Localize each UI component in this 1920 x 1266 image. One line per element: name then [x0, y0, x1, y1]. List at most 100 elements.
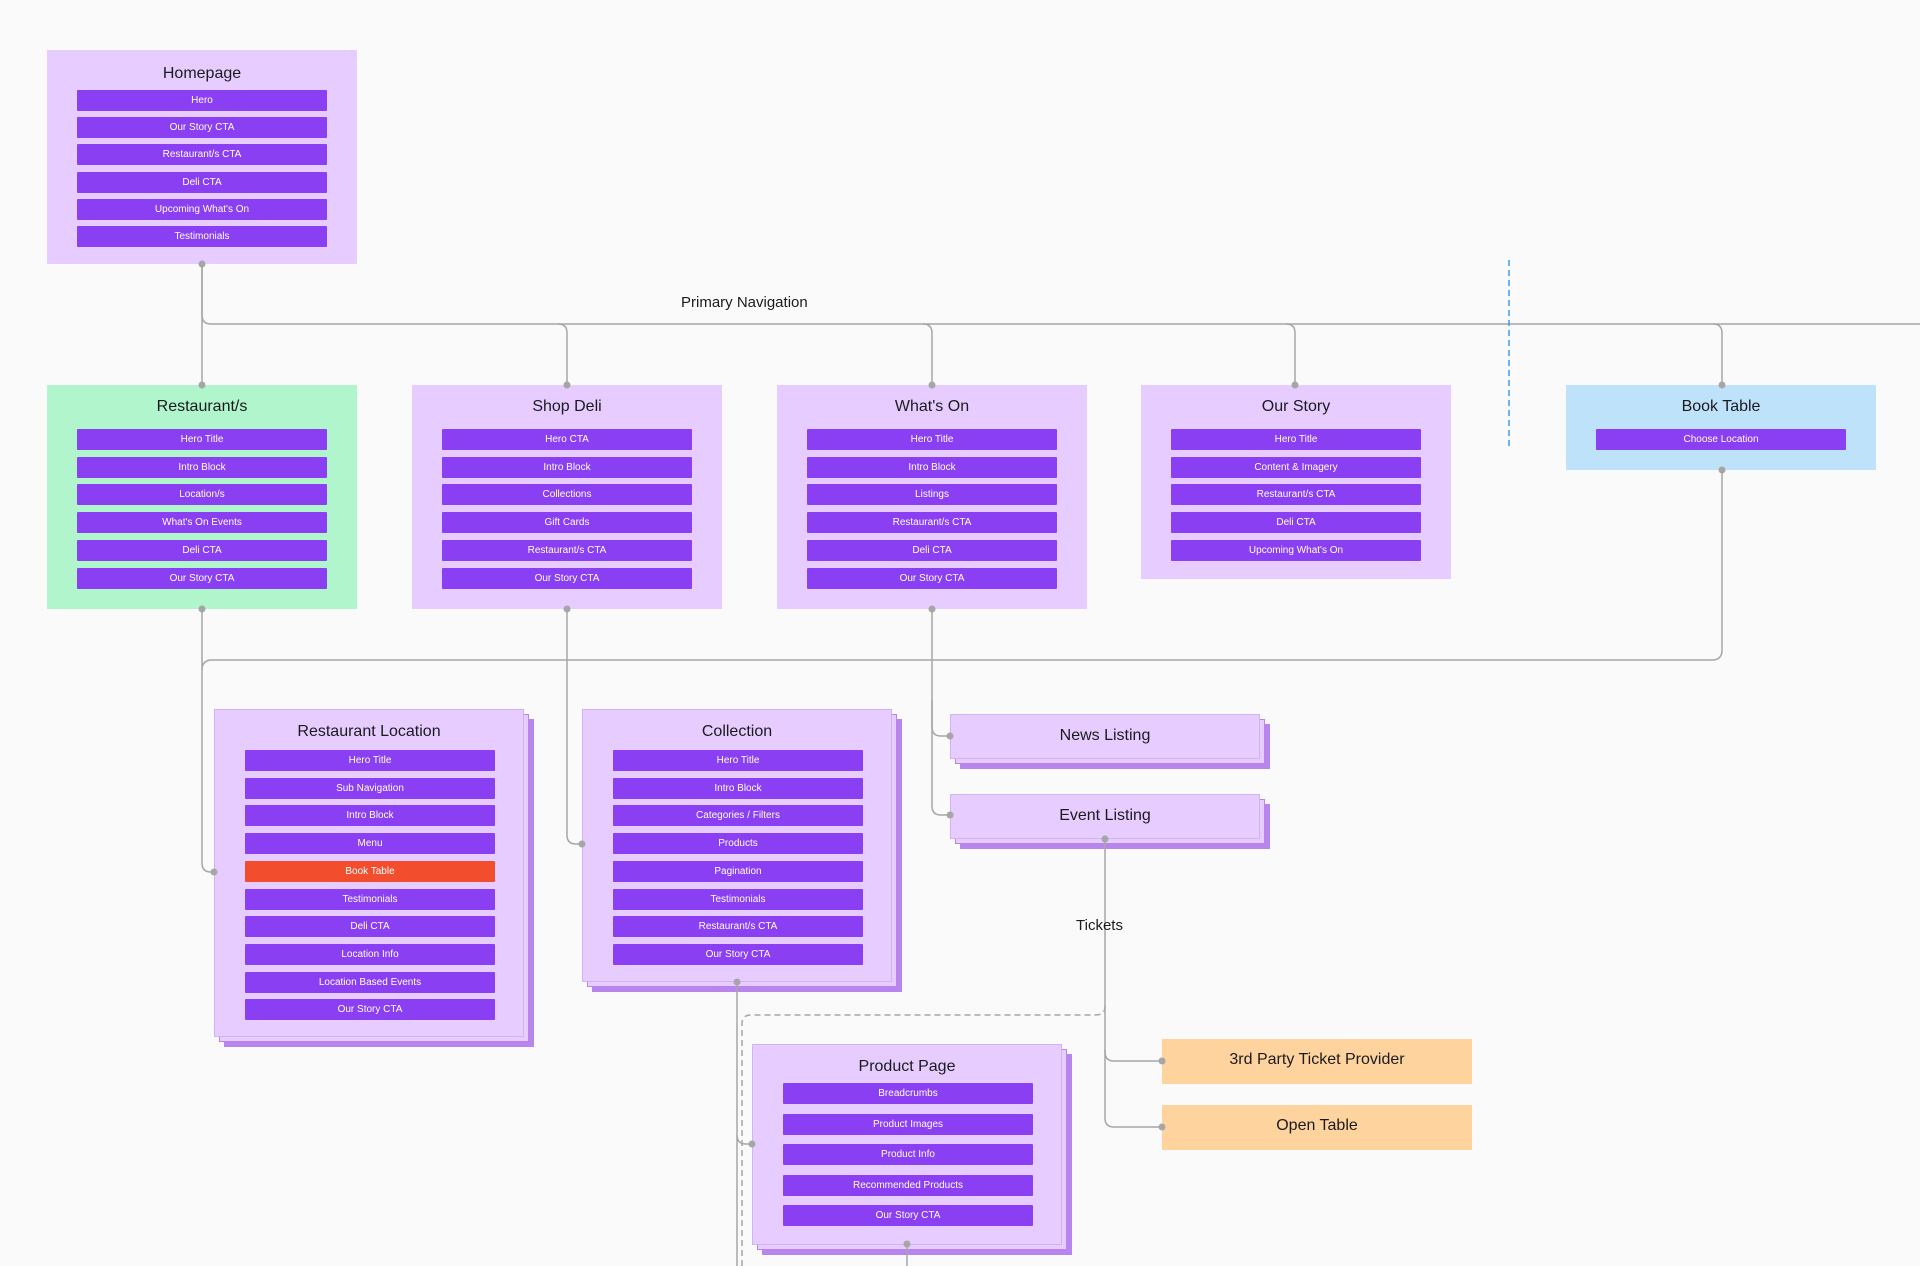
section-pill[interactable]: Upcoming What's On [77, 198, 327, 220]
node-card: Open Table [1162, 1105, 1472, 1150]
section-pill[interactable]: Our Story CTA [245, 999, 495, 1021]
node-title: What's On [894, 398, 970, 415]
section-pill[interactable]: Product Info [783, 1144, 1033, 1166]
section-pill[interactable]: Our Story CTA [807, 567, 1057, 589]
nav-to-shop-deli [557, 323, 568, 385]
section-pill[interactable]: Menu [245, 833, 495, 855]
whats-on-to-events [931, 700, 950, 816]
section-pill[interactable]: Testimonials [245, 888, 495, 910]
node-title: Product Page [858, 1058, 956, 1075]
section-pill[interactable]: Intro Block [807, 456, 1057, 478]
node-title: Restaurant Location [297, 723, 441, 740]
section-pill[interactable]: Intro Block [442, 456, 692, 478]
node-card: News Listing [950, 714, 1260, 759]
node-third-party-ticket[interactable]: 3rd Party Ticket Provider [1162, 1039, 1472, 1084]
section-pill[interactable]: Restaurant/s CTA [613, 916, 863, 938]
section-pill[interactable]: Hero Title [613, 750, 863, 771]
section-pill[interactable]: Pagination [613, 860, 863, 882]
section-pill[interactable]: Intro Block [613, 777, 863, 799]
section-pill[interactable]: Hero CTA [442, 429, 692, 450]
node-card: 3rd Party Ticket Provider [1162, 1039, 1472, 1084]
restaurants-to-location [201, 609, 214, 873]
section-pill[interactable]: Deli CTA [77, 171, 327, 193]
section-pill[interactable]: Our Story CTA [442, 567, 692, 589]
section-pill[interactable]: Hero [77, 90, 327, 111]
collection-to-product [736, 1134, 752, 1145]
section-pill[interactable]: Our Story CTA [613, 943, 863, 965]
section-pill[interactable]: Choose Location [1596, 429, 1846, 450]
node-title: Restaurant/s [156, 398, 248, 415]
section-pill[interactable]: Recommended Products [783, 1174, 1033, 1196]
section-pill[interactable]: Listings [807, 484, 1057, 506]
primary-navigation-label: Primary Navigation [681, 294, 808, 311]
section-pill[interactable]: Hero Title [245, 750, 495, 771]
section-pill[interactable]: Sub Navigation [245, 777, 495, 799]
node-open-table[interactable]: Open Table [1162, 1105, 1472, 1150]
whats-on-to-news [931, 609, 950, 737]
event-to-ticket-provider [1104, 839, 1162, 1062]
section-pill[interactable]: Breadcrumbs [783, 1083, 1033, 1104]
section-pill[interactable]: Our Story CTA [783, 1205, 1033, 1227]
section-pill[interactable]: Gift Cards [442, 512, 692, 534]
section-pill-highlighted[interactable]: Book Table [245, 860, 495, 882]
section-pill[interactable]: Our Story CTA [77, 117, 327, 139]
nav-to-whats-on [922, 323, 933, 385]
section-pill[interactable]: Upcoming What's On [1171, 539, 1421, 561]
section-pill[interactable]: Restaurant/s CTA [77, 144, 327, 166]
section-pill[interactable]: Hero Title [1171, 429, 1421, 450]
primary-nav-line [201, 264, 1920, 325]
section-pill[interactable]: What's On Events [77, 512, 327, 534]
section-pill[interactable]: Deli CTA [1171, 512, 1421, 534]
section-pill[interactable]: Content & Imagery [1171, 456, 1421, 478]
section-pill[interactable]: Hero Title [807, 429, 1057, 450]
section-pill[interactable]: Testimonials [77, 226, 327, 247]
node-event-listing[interactable]: Event Listing [950, 794, 1270, 849]
section-pill[interactable]: Collections [442, 484, 692, 506]
node-card: Event Listing [950, 794, 1260, 839]
node-title: Book Table [1681, 398, 1761, 415]
section-pill[interactable]: Categories / Filters [613, 805, 863, 827]
section-pill[interactable]: Deli CTA [77, 539, 327, 561]
node-title: News Listing [1059, 727, 1151, 744]
section-pill[interactable]: Intro Block [245, 805, 495, 827]
section-pill[interactable]: Location Based Events [245, 971, 495, 993]
section-pill[interactable]: Deli CTA [245, 916, 495, 938]
section-pill[interactable]: Restaurant/s CTA [1171, 484, 1421, 506]
node-title: Event Listing [1059, 807, 1151, 824]
section-pill[interactable]: Location Info [245, 943, 495, 965]
section-pill[interactable]: Products [613, 833, 863, 855]
nav-to-book-table [1712, 323, 1723, 385]
section-pill[interactable]: Intro Block [77, 456, 327, 478]
section-pill[interactable]: Our Story CTA [77, 567, 327, 589]
section-pill[interactable]: Restaurant/s CTA [807, 512, 1057, 534]
node-title: Our Story [1261, 398, 1331, 415]
shop-deli-to-collection [566, 609, 582, 845]
section-pill[interactable]: Hero Title [77, 429, 327, 450]
section-pill[interactable]: Restaurant/s CTA [442, 539, 692, 561]
section-pill[interactable]: Location/s [77, 484, 327, 506]
section-pill[interactable]: Deli CTA [807, 539, 1057, 561]
node-news-listing[interactable]: News Listing [950, 714, 1270, 769]
node-title: Homepage [162, 65, 242, 82]
section-pill[interactable]: Product Images [783, 1113, 1033, 1135]
section-pill[interactable]: Testimonials [613, 888, 863, 910]
node-title: Collection [701, 723, 773, 740]
